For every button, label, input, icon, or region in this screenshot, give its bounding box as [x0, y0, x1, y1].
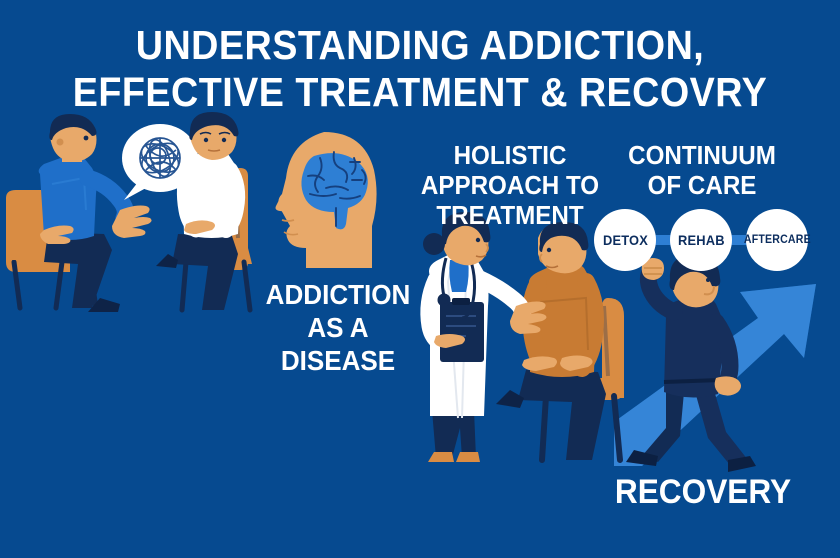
title-line-1: UNDERSTANDING ADDICTION,: [135, 22, 705, 68]
client-figure: [156, 112, 246, 310]
head-with-brain-icon: [262, 128, 390, 276]
tangled-thoughts-scribble-icon: [139, 137, 181, 179]
disease-label-line-3: DISEASE: [280, 345, 396, 376]
walking-man-figure: [626, 254, 756, 472]
holistic-heading-line-1: HOLISTIC: [453, 140, 567, 170]
page-title: UNDERSTANDING ADDICTION, EFFECTIVE TREAT…: [0, 22, 840, 116]
doctor-hand-icon: [510, 301, 547, 334]
label-addiction-as-a-disease: ADDICTION AS A DISEASE: [264, 278, 413, 377]
step-connector-1: [651, 235, 673, 245]
heading-holistic-approach: HOLISTIC APPROACH TO TREATMENT: [417, 140, 603, 230]
continuum-of-care-steps: DETOX REHAB AFTERCARE: [592, 209, 810, 271]
continuum-heading-line-1: CONTINUUM: [628, 140, 776, 170]
doctor-and-patient-illustration: [418, 212, 648, 463]
clipboard-icon: [440, 298, 484, 362]
holistic-heading-line-2: APPROACH TO: [420, 170, 600, 200]
step-label-detox: DETOX: [602, 232, 648, 248]
disease-label-line-2: AS A: [307, 312, 369, 343]
hand-gesture-icon: [112, 205, 152, 238]
holistic-heading-line-3: TREATMENT: [436, 200, 584, 230]
two-people-talking-illustration: [0, 112, 280, 313]
step-label-aftercare: AFTERCARE: [743, 234, 811, 246]
title-line-2: EFFECTIVE TREATMENT & RECOVRY: [72, 69, 768, 115]
step-label-rehab: REHAB: [677, 232, 725, 248]
patient-figure: [496, 222, 606, 460]
step-circle-rehab[interactable]: REHAB: [670, 209, 732, 271]
step-connector-2: [727, 235, 749, 245]
continuum-heading-line-2: OF CARE: [647, 170, 757, 200]
brain-icon: [301, 151, 368, 230]
therapist-figure: [38, 114, 152, 312]
stethoscope-icon: [437, 257, 477, 320]
man-climbing-arrow-illustration: [608, 254, 840, 476]
step-circle-aftercare[interactable]: AFTERCARE: [743, 209, 811, 271]
doctor-figure: [420, 212, 547, 462]
step-circle-detox[interactable]: DETOX: [594, 209, 656, 271]
heading-continuum-of-care: CONTINUUM OF CARE: [614, 140, 791, 200]
label-recovery: RECOVERY: [614, 473, 792, 511]
disease-label-line-1: ADDICTION: [265, 279, 411, 310]
